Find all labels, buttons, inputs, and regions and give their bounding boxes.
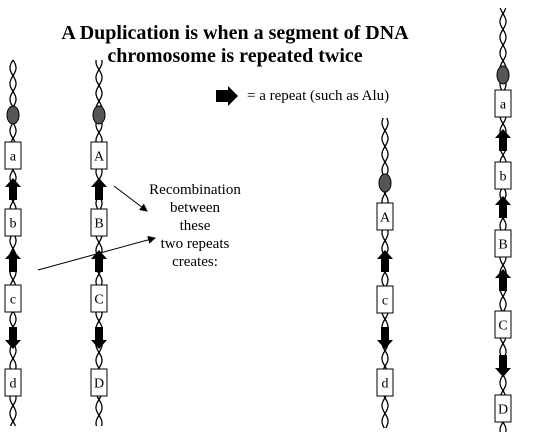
gene-box [494, 89, 512, 118]
gene-label: B [498, 238, 507, 253]
recombination-line: Recombination [149, 182, 241, 198]
gene-label: C [498, 319, 507, 334]
gene-label: C [94, 293, 103, 308]
gene-label: A [380, 211, 391, 226]
recombination-line: two repeats [160, 236, 230, 252]
gene-box [494, 229, 512, 258]
gene-label: d [10, 377, 17, 392]
repeat-arrow [495, 196, 511, 218]
gene-label: D [498, 403, 508, 418]
gene-box [90, 141, 108, 170]
repeat-arrow [5, 327, 21, 349]
legend-repeat-arrow [216, 86, 238, 106]
repeat-arrow [495, 269, 511, 291]
repeat-arrow [91, 250, 107, 272]
title-line-2: chromosome is repeated twice [107, 45, 363, 67]
gene-label: a [10, 150, 17, 165]
repeat-arrow [377, 250, 393, 272]
gene-label: b [10, 217, 17, 232]
repeat-arrow [5, 178, 21, 200]
recombination-caption: Recombination between these two repeats … [140, 181, 250, 271]
centromere [378, 173, 392, 193]
gene-box [90, 208, 108, 237]
repeat-arrow [377, 327, 393, 349]
gene-box [494, 161, 512, 190]
recombination-line: between [170, 200, 220, 216]
gene-box [494, 394, 512, 423]
gene-box [4, 208, 22, 237]
recombination-line: creates: [172, 254, 218, 270]
gene-label: d [382, 377, 389, 392]
gene-label: c [10, 293, 16, 308]
gene-box [90, 284, 108, 313]
repeat-arrow [91, 178, 107, 200]
recombination-line: these [179, 218, 211, 234]
title-line-1: A Duplication is when a segment of DNA [61, 22, 409, 44]
centromere [92, 105, 106, 125]
gene-box [376, 285, 394, 314]
gene-label: a [500, 98, 507, 113]
repeat-arrow [91, 327, 107, 349]
gene-label: c [382, 294, 388, 309]
repeat-arrow [5, 250, 21, 272]
gene-box [90, 368, 108, 397]
centromere [496, 65, 510, 85]
recombination-pointer-top [113, 185, 148, 212]
legend-text: = a repeat (such as Alu) [247, 88, 390, 104]
gene-label: A [94, 150, 105, 165]
repeat-arrow [495, 129, 511, 151]
gene-box [376, 368, 394, 397]
gene-label: D [94, 377, 104, 392]
gene-box [4, 141, 22, 170]
gene-box [4, 284, 22, 313]
gene-box [4, 368, 22, 397]
gene-label: b [500, 170, 507, 185]
centromere [6, 105, 20, 125]
gene-box [376, 202, 394, 231]
gene-box [494, 310, 512, 339]
gene-label: B [94, 217, 103, 232]
repeat-arrow [495, 355, 511, 377]
